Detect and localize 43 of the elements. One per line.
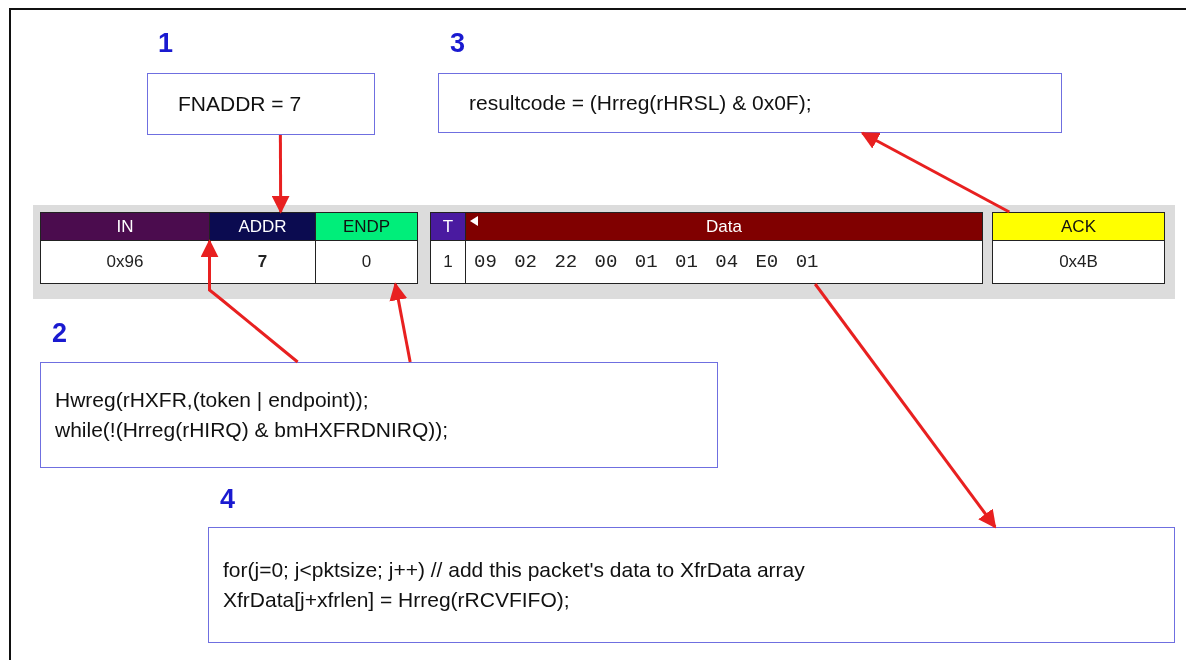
arrow — [860, 131, 1010, 214]
field-label: T — [442, 216, 454, 237]
field-label: 1 — [443, 252, 453, 272]
field-label: Data — [706, 216, 742, 237]
field-label: 09 02 22 00 01 01 04 E0 01 — [474, 251, 819, 273]
code-box — [438, 73, 1062, 133]
field-label: ADDR — [238, 216, 287, 237]
field-value — [315, 240, 418, 284]
code-text: resultcode = (Hrreg(rHRSL) & 0x0F); — [469, 89, 813, 116]
field-label: ACK — [1061, 216, 1096, 237]
field-header — [430, 212, 466, 241]
arrow — [271, 135, 290, 214]
field-header — [40, 212, 210, 241]
field-label: IN — [116, 216, 134, 237]
step-number: 2 — [52, 318, 68, 349]
code-line: XfrData[j+xfrlen] = Hrreg(rRCVFIFO); — [223, 587, 571, 613]
field-label: 0x4B — [1059, 252, 1098, 272]
code-box — [40, 362, 718, 468]
code-line: for(j=0; j<pktsize; j++) // add this packet's data to XfrData array — [223, 556, 806, 583]
field-header — [209, 212, 316, 241]
field-value — [430, 240, 466, 284]
field-header — [315, 212, 418, 241]
field-label: 0 — [361, 252, 372, 272]
code-box — [147, 73, 375, 135]
code-line: Hwreg(rHXFR,(token | endpoint)); — [55, 386, 370, 413]
field-label: ENDP — [342, 216, 391, 237]
field-value — [40, 240, 210, 284]
field-value — [209, 240, 316, 284]
step-number: 1 — [158, 28, 174, 59]
field-value — [465, 240, 983, 284]
code-box — [208, 527, 1175, 643]
step-number: 4 — [220, 484, 236, 515]
code-line: while(!(Hrreg(rHIRQ) & bmHXFRDNIRQ)); — [55, 417, 450, 443]
field-header — [992, 212, 1165, 241]
code-text: FNADDR = 7 — [178, 90, 303, 117]
field-label: 0x96 — [106, 252, 144, 272]
field-value — [992, 240, 1165, 284]
arrow — [813, 283, 997, 529]
arrow — [389, 282, 412, 363]
field-label: 7 — [257, 252, 268, 272]
arrow — [200, 239, 299, 364]
field-header — [465, 212, 983, 241]
step-number: 3 — [450, 28, 466, 59]
